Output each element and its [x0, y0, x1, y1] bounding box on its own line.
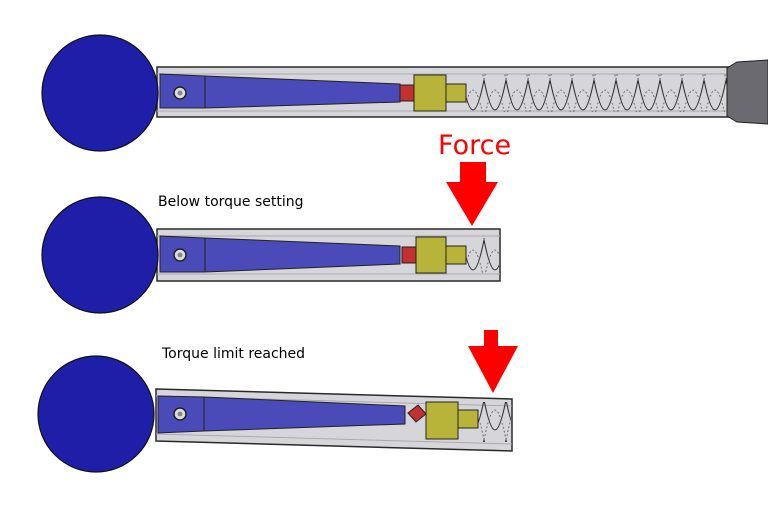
collar [415, 236, 447, 274]
force-arrow-icon [468, 330, 518, 393]
pin-block [401, 246, 417, 264]
plunger [457, 409, 479, 429]
force-arrow-icon [446, 162, 498, 226]
limit-reached-label: Torque limit reached [162, 346, 306, 362]
wrench-full [41, 34, 768, 152]
spring [478, 402, 511, 442]
ball-head-icon [41, 34, 159, 152]
plunger [445, 83, 467, 103]
spring [466, 74, 728, 112]
force-label: Force [438, 130, 512, 161]
pin-block [399, 84, 415, 102]
wrench-limit-reached [37, 355, 513, 473]
wrench-below-setting [41, 196, 501, 314]
spring [466, 236, 499, 274]
below-setting-label: Below torque setting [158, 194, 304, 210]
collar [413, 74, 447, 112]
ball-head-icon [41, 196, 159, 314]
collar [425, 401, 459, 440]
grip-end [726, 59, 768, 125]
plunger [445, 245, 467, 265]
ball-head-icon [37, 355, 155, 473]
